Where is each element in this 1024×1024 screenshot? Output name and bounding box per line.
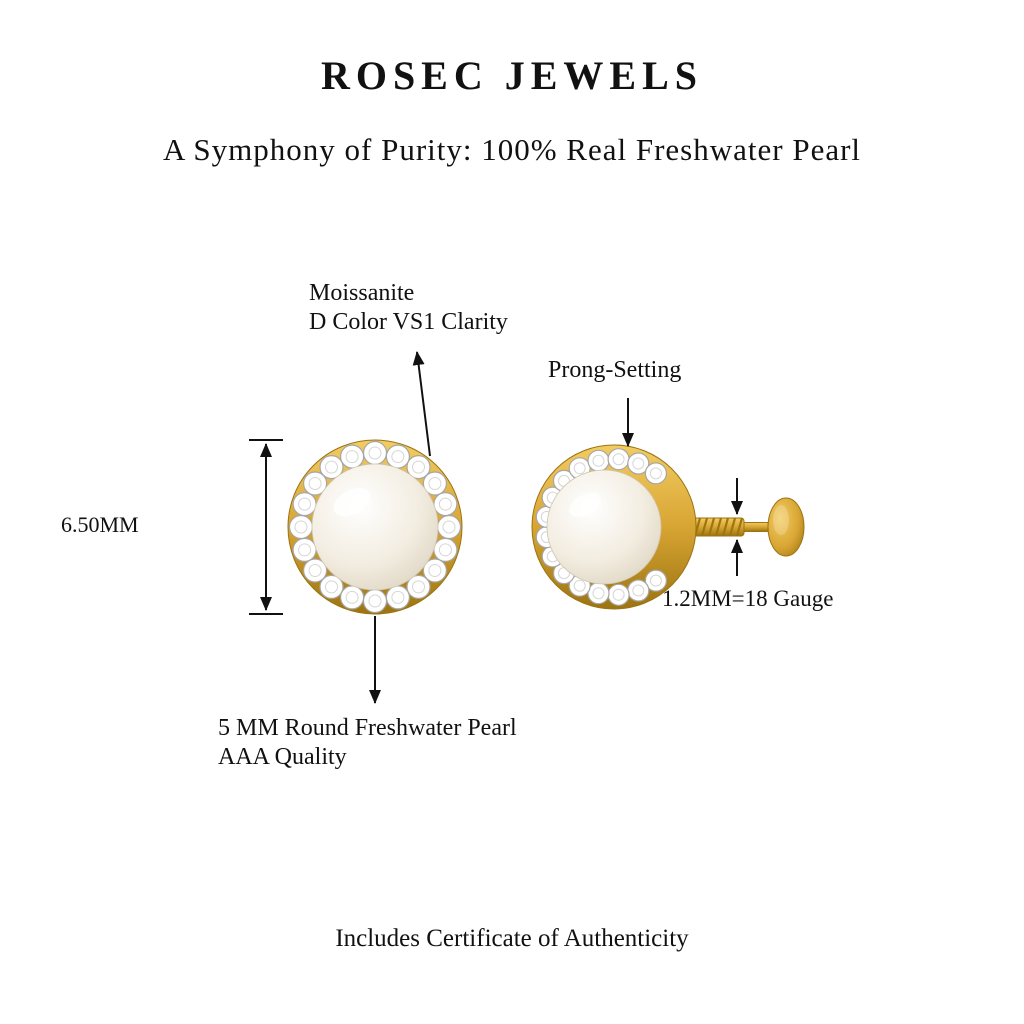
front-earring-illustration xyxy=(287,439,463,615)
moissanite-label: Moissanite D Color VS1 Clarity xyxy=(309,279,508,338)
post-gauge-label: 1.2MM=18 Gauge xyxy=(662,586,834,611)
side-earring-illustration xyxy=(531,444,697,610)
tagline: A Symphony of Purity: 100% Real Freshwat… xyxy=(162,132,862,167)
pearl-label-line2: AAA Quality xyxy=(218,744,347,771)
moissanite-label-line1: Moissanite xyxy=(309,280,415,306)
front-pearl xyxy=(311,463,439,591)
front-halo-gems xyxy=(288,440,462,614)
side-pearl-highlight xyxy=(569,493,601,517)
annotation-lines xyxy=(249,351,743,704)
front-pearl-highlight xyxy=(333,487,371,517)
halo-diameter-label: 6.50MM xyxy=(61,512,139,537)
moissanite-label-line2: D Color VS1 Clarity xyxy=(309,309,508,336)
brand-title: ROSEC JEWELS xyxy=(320,53,704,98)
side-pearl xyxy=(546,469,662,585)
pearl-quality-label: 5 MM Round Freshwater Pearl AAA Quality xyxy=(218,714,517,773)
pearl-label-line1: 5 MM Round Freshwater Pearl xyxy=(218,715,517,741)
moissanite-arrow xyxy=(412,351,431,457)
prong-setting-label: Prong-Setting xyxy=(548,357,682,383)
halo-dimension-line xyxy=(249,439,283,615)
labret-back-disc xyxy=(767,497,805,557)
certificate-note: Includes Certificate of Authenticity xyxy=(335,925,689,952)
screw-threads xyxy=(693,517,744,537)
